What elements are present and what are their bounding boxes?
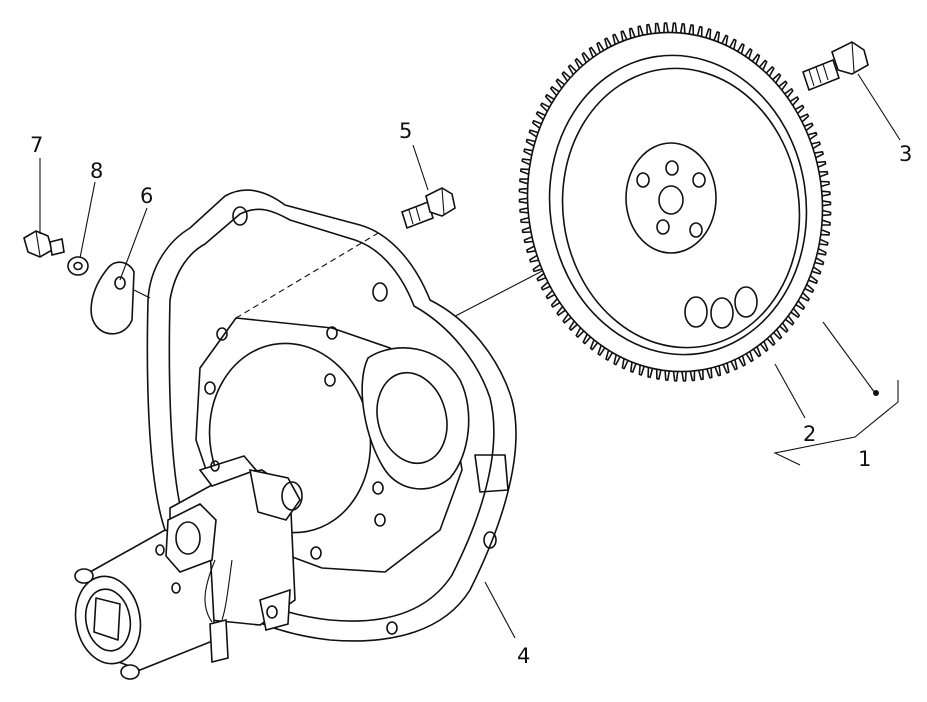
housing-bolt	[401, 187, 456, 230]
callout-4: 4	[517, 644, 530, 668]
flywheel	[518, 22, 832, 382]
callout-labels: 1 2 3 4 5 6 7 8	[30, 119, 912, 668]
ring-gear-teeth	[518, 22, 832, 382]
callout-8: 8	[90, 159, 103, 183]
callout-1: 1	[858, 447, 871, 471]
plate	[90, 261, 151, 335]
screw	[23, 230, 65, 258]
leader-lines	[39, 73, 901, 639]
callout-7: 7	[30, 133, 43, 157]
washer	[67, 256, 89, 276]
gear-teeth-outline	[518, 22, 832, 382]
starter-motor	[74, 455, 303, 680]
callout-2: 2	[803, 422, 816, 446]
callout-6: 6	[140, 184, 153, 208]
flywheel-bolt	[802, 41, 869, 92]
reference-dot	[873, 390, 879, 396]
callout-3: 3	[899, 142, 912, 166]
callout-5: 5	[399, 119, 412, 143]
